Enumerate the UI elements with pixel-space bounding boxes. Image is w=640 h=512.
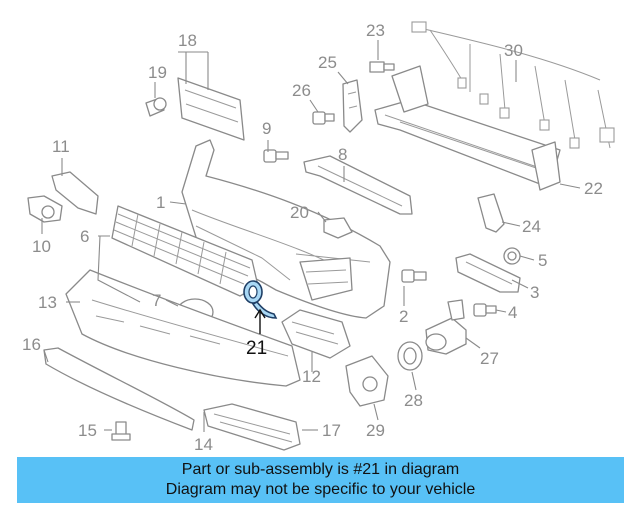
part-21-highlighted[interactable] — [243, 280, 278, 319]
callout-12: 12 — [302, 367, 321, 386]
callout-10: 10 — [32, 237, 51, 256]
part-23-bolt[interactable] — [369, 61, 395, 73]
callout-3: 3 — [530, 283, 539, 302]
part-26-bolt[interactable] — [312, 111, 335, 125]
callout-22: 22 — [584, 179, 603, 198]
part-15-bolt[interactable] — [111, 421, 131, 441]
callout-23: 23 — [366, 21, 385, 40]
callout-9: 9 — [262, 119, 271, 138]
part-18-license-plate-bracket[interactable] — [177, 77, 245, 141]
banner-line-disclaimer: Diagram may not be specific to your vehi… — [165, 481, 476, 498]
banner-line-part-number: Part or sub-assembly is #21 in diagram — [181, 461, 460, 478]
part-1-bumper-cover[interactable] — [181, 139, 391, 319]
part-27-park-sensor[interactable] — [425, 299, 467, 355]
callout-2: 2 — [399, 307, 408, 326]
callout-29: 29 — [366, 421, 385, 440]
part-20-tow-cover[interactable] — [323, 217, 353, 239]
callout-15: 15 — [78, 421, 97, 440]
part-2-bolt[interactable] — [401, 269, 427, 283]
part-28-sensor-ring[interactable] — [397, 341, 423, 371]
callout-6: 6 — [80, 227, 89, 246]
callout-1: 1 — [156, 193, 165, 212]
part-11-bracket[interactable] — [51, 171, 99, 215]
callout-25: 25 — [318, 53, 337, 72]
part-16-trim-strip[interactable] — [43, 347, 195, 431]
part-8-upper-bracket[interactable] — [303, 155, 413, 215]
part-4-screw[interactable] — [473, 303, 497, 317]
part-19-clip[interactable] — [145, 97, 167, 117]
callout-8: 8 — [338, 145, 347, 164]
callout-11: 11 — [52, 137, 70, 156]
callout-21-highlighted: 21 — [246, 338, 267, 359]
callout-30: 30 — [504, 41, 523, 60]
part-10-sensor-mount[interactable] — [27, 195, 63, 223]
callout-28: 28 — [404, 391, 423, 410]
part-30-wiring-harness[interactable] — [411, 21, 615, 149]
part-5-clip[interactable] — [503, 247, 521, 265]
callout-18: 18 — [178, 31, 197, 50]
part-3-guide-bracket[interactable] — [455, 253, 521, 293]
callout-24: 24 — [522, 217, 541, 236]
callout-20: 20 — [290, 203, 309, 222]
callout-7: 7 — [152, 291, 161, 310]
callout-19: 19 — [148, 63, 167, 82]
callout-labels: 1 2 3 4 5 6 7 8 9 10 11 12 13 14 15 16 1… — [22, 21, 603, 454]
callout-27: 27 — [480, 349, 499, 368]
leader-lines — [41, 40, 581, 432]
part-9-screw[interactable] — [263, 149, 289, 163]
callout-5: 5 — [538, 251, 547, 270]
callout-16: 16 — [22, 335, 41, 354]
part-29-sensor-bracket[interactable] — [345, 355, 389, 407]
callout-13: 13 — [38, 293, 57, 312]
callout-4: 4 — [508, 303, 517, 322]
part-25-bracket[interactable] — [342, 79, 363, 133]
callout-17: 17 — [322, 421, 341, 440]
info-banner: Part or sub-assembly is #21 in diagram D… — [17, 457, 624, 503]
part-17-side-grille[interactable] — [203, 403, 301, 451]
callout-26: 26 — [292, 81, 311, 100]
part-22-impact-beam[interactable] — [374, 65, 561, 191]
callout-14: 14 — [194, 435, 213, 454]
part-24-bracket[interactable] — [477, 193, 505, 233]
part-13-lower-spoiler[interactable] — [65, 269, 301, 387]
part-12-fog-grille[interactable] — [281, 309, 351, 359]
